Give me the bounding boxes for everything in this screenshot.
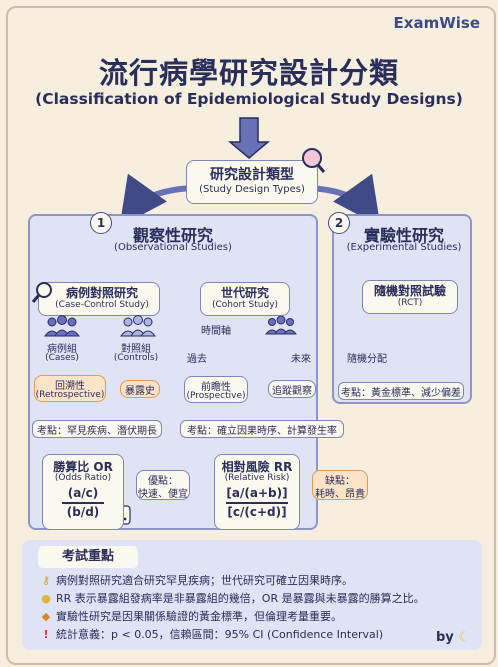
exposure-history-label: 暴露史	[125, 386, 155, 397]
relative-risk-numerator: [a/(a+b)]	[226, 486, 288, 500]
relative-risk-label: 相對風險 RR	[221, 460, 293, 474]
randomize-label: 隨機分配	[347, 354, 387, 365]
advantage-text: 快速、便宜	[138, 489, 188, 500]
rct-box	[362, 280, 458, 314]
controls-label: 對照組	[121, 344, 151, 355]
cohort-label: 世代研究	[220, 286, 269, 300]
key-point-2: ●RR 表示暴露組發病率是非暴露組的幾倍，OR 是暴露與未暴露的勝算之比。	[41, 592, 425, 605]
timeline-future-label: 未來	[291, 354, 311, 365]
retrospective-label-en: (Retrospective)	[35, 390, 105, 400]
case-control-label-en: (Case-Control Study)	[55, 300, 149, 310]
page-title: 流行病學研究設計分類	[98, 56, 399, 90]
odds-ratio-box	[42, 454, 124, 530]
odds-ratio-denominator: (b/d)	[66, 505, 100, 519]
retrospective-label: 回溯性	[55, 381, 85, 392]
brand-logo: ExamWise	[393, 14, 480, 32]
root-label: 研究設計類型	[210, 167, 294, 183]
root-to-observational-arrow	[119, 173, 193, 227]
signature: by ☾	[436, 630, 470, 645]
page-frame	[6, 6, 496, 665]
cohort-box	[200, 282, 290, 316]
relative-risk-fraction-bar	[226, 502, 288, 504]
follow-up-label: 追蹤觀察	[272, 386, 312, 397]
odds-ratio-numerator: (a/c)	[67, 486, 99, 500]
cohort-exam-box	[180, 420, 344, 438]
experimental-title: 實驗性研究	[363, 226, 444, 245]
root-to-experimental-arrow	[309, 173, 381, 227]
rct-label: 隨機對照試驗	[373, 284, 446, 298]
shield-icon: ◆	[41, 610, 51, 623]
prospective-box	[184, 376, 248, 403]
observational-title-en: (Observational Studies)	[114, 242, 232, 253]
key-icon: ⚷	[41, 574, 51, 587]
key-point-3: ◆實驗性研究是因果關係驗證的黃金標準，但倫理考量重要。	[41, 610, 342, 623]
experimental-exam-box	[338, 382, 464, 400]
advantage-box	[136, 470, 190, 500]
experimental-exam-label: 考點：黃金標準、減少偏差	[341, 388, 461, 399]
controls-label-en: (Controls)	[113, 353, 159, 363]
cases-label-en: (Cases)	[45, 353, 79, 363]
key-points-title: 考試重點	[38, 546, 138, 568]
follow-up-box	[268, 380, 316, 398]
observational-number-badge: 1	[90, 212, 112, 234]
root-box	[186, 160, 318, 204]
prospective-label: 前瞻性	[201, 382, 231, 393]
banana-icon: ☾	[458, 630, 470, 645]
case-control-box	[38, 282, 160, 316]
odds-ratio-label: 勝算比 OR	[53, 460, 113, 474]
odds-ratio-fraction-bar	[62, 502, 104, 504]
retrospective-box	[34, 375, 106, 402]
experimental-number-badge: 2	[328, 212, 350, 234]
exposure-history-box	[120, 380, 160, 398]
odds-ratio-label-en: (Odds Ratio)	[54, 473, 112, 483]
exclamation-icon: !	[43, 628, 49, 641]
timeline-past-label: 過去	[187, 354, 207, 365]
lightbulb-icon: ●	[41, 592, 51, 605]
root-label-en: (Study Design Types)	[199, 184, 305, 195]
prospective-label-en: (Prospective)	[186, 391, 246, 401]
key-point-4: !統計意義：p < 0.05，信賴區間：95% CI (Confidence I…	[40, 626, 383, 642]
rct-label-en: (RCT)	[397, 298, 423, 308]
case-control-exam-label: 考點：罕見疾病、潛伏期長	[37, 426, 157, 437]
cohort-exam-label: 考點：確立因果時序、計算發生率	[187, 426, 337, 437]
case-control-label: 病例對照研究	[65, 286, 138, 300]
relative-risk-denominator: [c/(c+d)]	[227, 505, 287, 519]
disadvantage-title: 缺點：	[325, 476, 355, 487]
timeline-label: 時間軸	[201, 326, 231, 337]
disadvantage-text: 耗時、昂貴	[315, 489, 365, 500]
relative-risk-box	[214, 454, 300, 530]
relative-risk-label-en: (Relative Risk)	[224, 473, 290, 483]
experimental-title-en: (Experimental Studies)	[346, 242, 462, 253]
key-point-1: ⚷病例對照研究適合研究罕見疾病；世代研究可確立因果時序。	[41, 574, 353, 587]
advantage-title: 優點：	[148, 476, 178, 487]
page-subtitle: (Classification of Epidemiological Study…	[35, 90, 463, 108]
case-control-exam-box	[32, 420, 162, 438]
observational-title: 觀察性研究	[132, 226, 213, 245]
cases-label: 病例組	[47, 344, 77, 355]
disadvantage-box	[312, 470, 368, 500]
cohort-label-en: (Cohort Study)	[211, 300, 279, 310]
title-down-arrow	[227, 117, 271, 159]
